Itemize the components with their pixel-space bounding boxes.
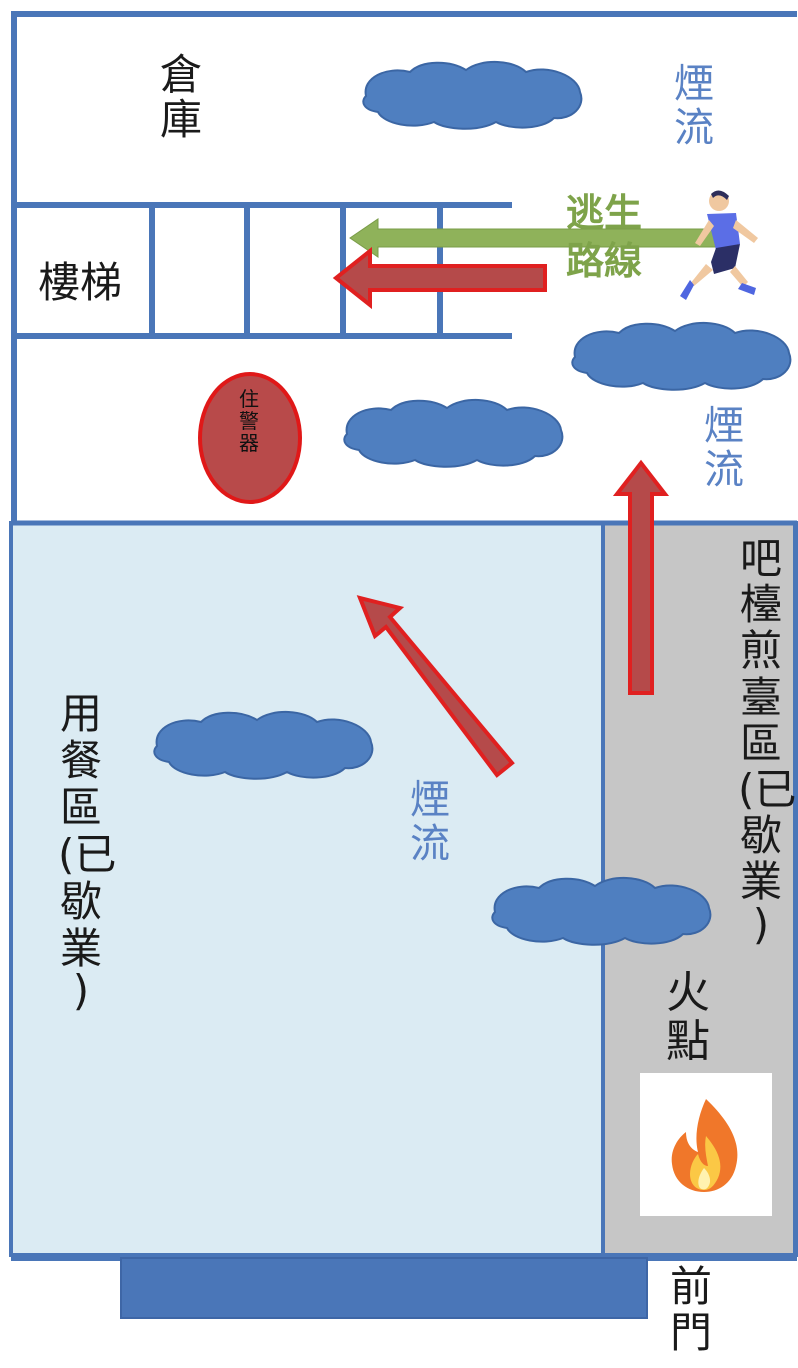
smoke-arrow-icon <box>612 459 670 695</box>
bar-area-text: 吧檯煎臺區(已歇業 <box>738 534 797 907</box>
warehouse-text: 倉庫 <box>159 50 202 145</box>
smoke-flow-label-right: 煙流 <box>702 404 746 492</box>
escape-route-line1: 逃生 <box>566 191 643 235</box>
smoke-cloud-icon <box>343 398 564 468</box>
smoke-flow-text: 煙流 <box>674 61 714 151</box>
dining-area-floor <box>9 521 605 1257</box>
smoke-flow-text: 煙流 <box>410 777 450 867</box>
smoke-flow-label-dining: 煙流 <box>408 778 452 866</box>
detector-label: 住警器 <box>238 388 260 454</box>
detector-text: 住警器 <box>239 387 259 455</box>
smoke-cloud-icon <box>362 60 583 130</box>
front-door <box>120 1257 648 1319</box>
smoke-arrow-icon <box>332 246 547 310</box>
smoke-flow-text: 煙流 <box>704 403 744 493</box>
front-door-text: 前門 <box>669 1262 712 1358</box>
fire-icon <box>671 1099 738 1192</box>
bar-area-close: ) <box>752 899 770 949</box>
escape-route-line2: 路線 <box>566 238 643 283</box>
escape-route-label: 逃生 路線 <box>566 190 642 285</box>
fire-point-label: 火點 <box>664 968 712 1067</box>
smoke-cloud-icon <box>153 710 374 780</box>
warehouse-label: 倉庫 <box>158 52 204 143</box>
dining-area-close: ) <box>72 966 90 1016</box>
smoke-arrow-icon <box>356 595 515 778</box>
dining-area-label: 用餐區(已歇業 ) <box>58 689 117 1016</box>
dining-area-text: 用餐區(已歇業 <box>58 689 117 974</box>
smoke-cloud-icon <box>571 321 792 391</box>
smoke-cloud-icon <box>491 876 712 946</box>
front-door-label: 前門 <box>668 1262 714 1358</box>
detector-icon <box>198 372 302 504</box>
runner-icon <box>680 190 758 300</box>
escape-arrow-icon <box>349 218 721 258</box>
bar-area-label: 吧檯煎臺區(已歇業 ) <box>738 534 797 949</box>
smoke-flow-label-top: 煙流 <box>672 62 716 150</box>
stairs-label: 樓梯 <box>38 258 123 307</box>
fire-point-text: 火點 <box>666 967 710 1068</box>
